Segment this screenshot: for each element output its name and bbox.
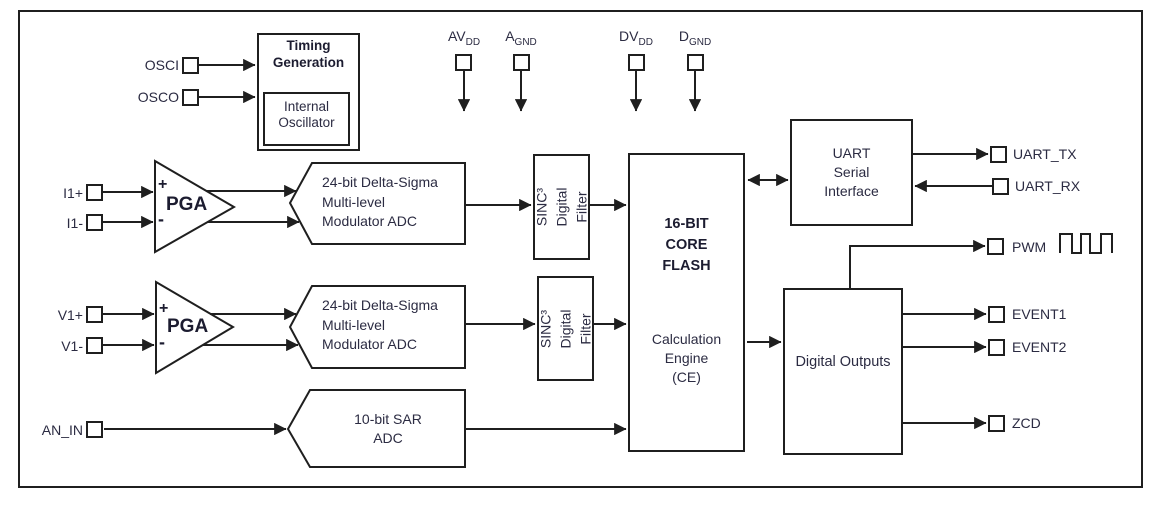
pga-1-triangle: [154, 159, 237, 254]
pin-label-i1-plus: I1+: [63, 185, 83, 201]
wire-digout-to-pwm: [849, 239, 986, 288]
pin-uart-tx: [990, 146, 1007, 163]
pin-agnd: [513, 54, 530, 71]
sinc-filter-2-block: [537, 276, 594, 381]
sar-adc-label: 10-bit SAR ADC: [354, 411, 422, 446]
digital-outputs-block: [783, 288, 903, 455]
pin-pwm: [987, 238, 1004, 255]
sar-adc-shape: [286, 389, 466, 468]
pin-event1: [988, 306, 1005, 323]
pin-label-pwm: PWM: [1012, 239, 1047, 255]
pga-1-plus-sign: +: [158, 176, 168, 193]
uart-label: UART Serial Interface: [824, 145, 879, 199]
core-flash-label: 16-BIT CORE FLASH: [662, 216, 711, 274]
pin-label-avdd: AVDD: [447, 28, 481, 48]
sinc-filter-1-label: SINC³ Digital Filter: [533, 187, 590, 227]
pin-label-osci: OSCI: [144, 57, 179, 73]
pin-avdd: [455, 54, 472, 71]
pin-an-in: [86, 421, 103, 438]
pin-i1-plus: [86, 184, 103, 201]
pga-2-label: PGA: [167, 316, 209, 337]
pin-dvdd: [628, 54, 645, 71]
sinc-filter-2-label: SINC³ Digital Filter: [537, 309, 594, 348]
pin-label-an-in: AN_IN: [41, 422, 83, 438]
pga-1-label: PGA: [166, 194, 208, 215]
pin-label-i1-minus: I1-: [66, 215, 83, 231]
pwm-waveform-icon: [1059, 233, 1113, 254]
pin-uart-rx: [992, 178, 1009, 195]
pin-label-event1: EVENT1: [1012, 306, 1067, 322]
diagram-border: [18, 10, 1143, 488]
uart-block: [790, 119, 913, 226]
timing-generation-label: Timing Generation: [272, 38, 345, 70]
pga-2-minus-sign: -: [159, 332, 165, 352]
pin-label-event2: EVENT2: [1012, 339, 1067, 355]
pin-label-zcd: ZCD: [1012, 415, 1041, 431]
pin-i1-minus: [86, 214, 103, 231]
pin-dgnd: [687, 54, 704, 71]
internal-oscillator-block: [263, 92, 350, 146]
pin-label-osco: OSCO: [137, 89, 179, 105]
pin-label-uart-tx: UART_TX: [1013, 146, 1077, 162]
pin-label-uart-rx: UART_RX: [1015, 178, 1081, 194]
pin-label-v1-minus: V1-: [61, 338, 83, 354]
calc-engine-label: Calculation Engine (CE): [651, 331, 722, 385]
pin-v1-minus: [86, 337, 103, 354]
pin-zcd: [988, 415, 1005, 432]
pin-osco: [182, 89, 199, 106]
pin-label-v1-plus: V1+: [57, 307, 83, 323]
pin-label-dgnd: DGND: [678, 28, 712, 48]
digital-outputs-label: Digital Outputs: [795, 354, 891, 370]
sinc-filter-1-block: [533, 154, 590, 260]
internal-oscillator-label: Internal Oscillator: [278, 99, 335, 130]
pin-event2: [988, 339, 1005, 356]
adc-voltage-label: 24-bit Delta-Sigma Multi-level Modulator…: [322, 297, 438, 352]
pga-2-triangle: [155, 280, 235, 375]
pin-osci: [182, 57, 199, 74]
pin-label-dvdd: DVDD: [619, 28, 653, 48]
adc-current-label: 24-bit Delta-Sigma Multi-level Modulator…: [322, 174, 438, 229]
pin-v1-plus: [86, 306, 103, 323]
pga-2-plus-sign: +: [159, 300, 169, 317]
core-flash-block: [628, 153, 745, 452]
pga-1-minus-sign: -: [158, 209, 164, 229]
pin-label-agnd: AGND: [505, 28, 537, 48]
